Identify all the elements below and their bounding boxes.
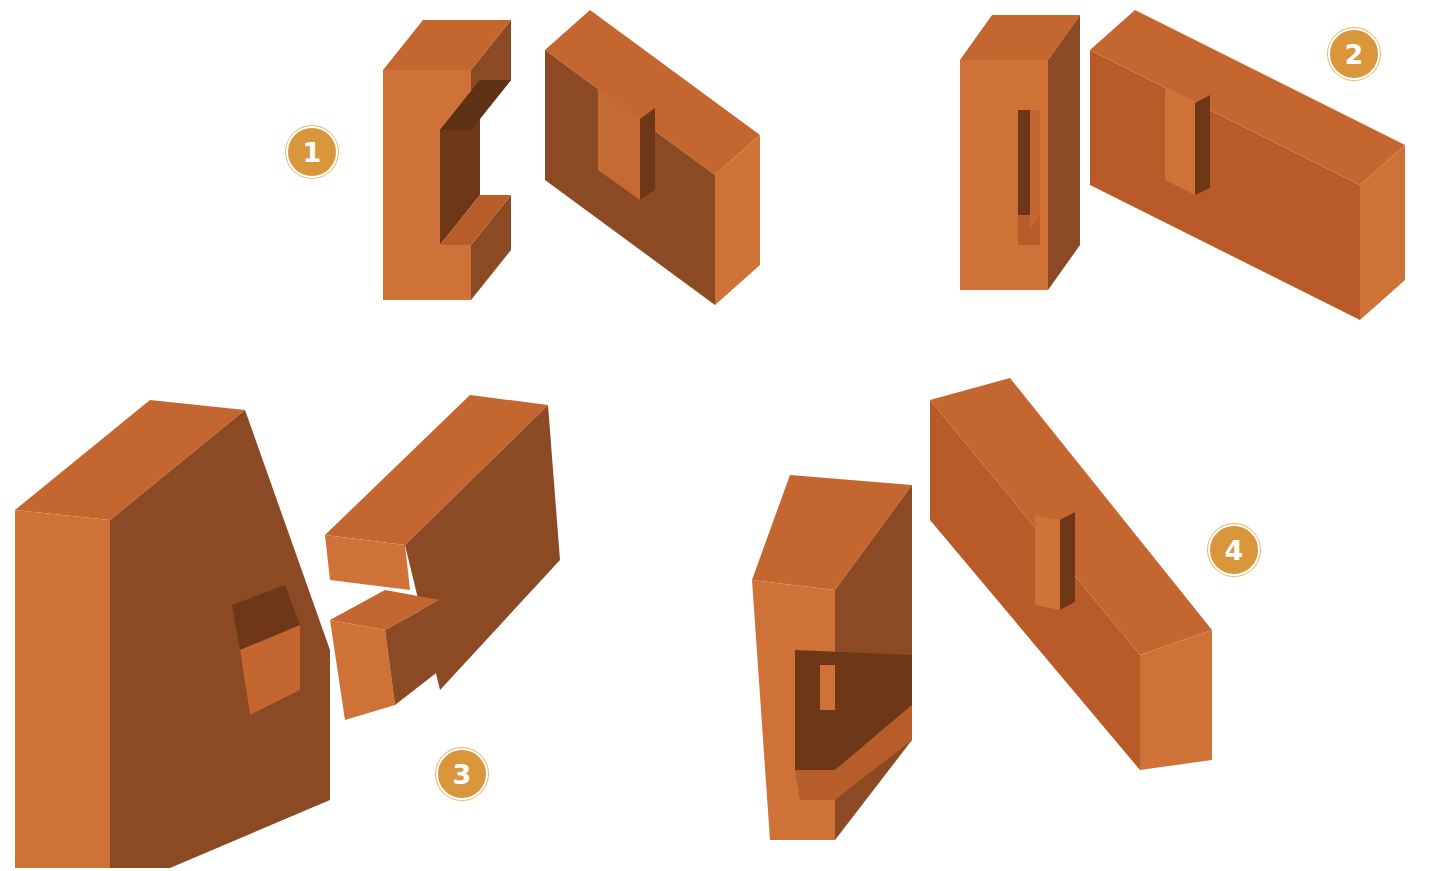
post-4 — [752, 475, 912, 840]
post-2 — [960, 15, 1080, 290]
callout-number: 4 — [1225, 537, 1244, 564]
beam-4 — [930, 378, 1212, 770]
callout-circle: 1 — [286, 126, 338, 178]
block-3 — [15, 400, 330, 868]
post-1 — [383, 20, 511, 300]
callout-circle: 4 — [1208, 524, 1260, 576]
callout-number: 2 — [1345, 41, 1364, 68]
callout-circle: 2 — [1328, 28, 1380, 80]
beam-1 — [545, 10, 760, 305]
beam-3 — [325, 395, 560, 720]
beam-2 — [1090, 10, 1405, 320]
callout-circle: 3 — [436, 748, 488, 800]
callout-number: 1 — [303, 139, 322, 166]
callout-number: 3 — [453, 761, 472, 788]
